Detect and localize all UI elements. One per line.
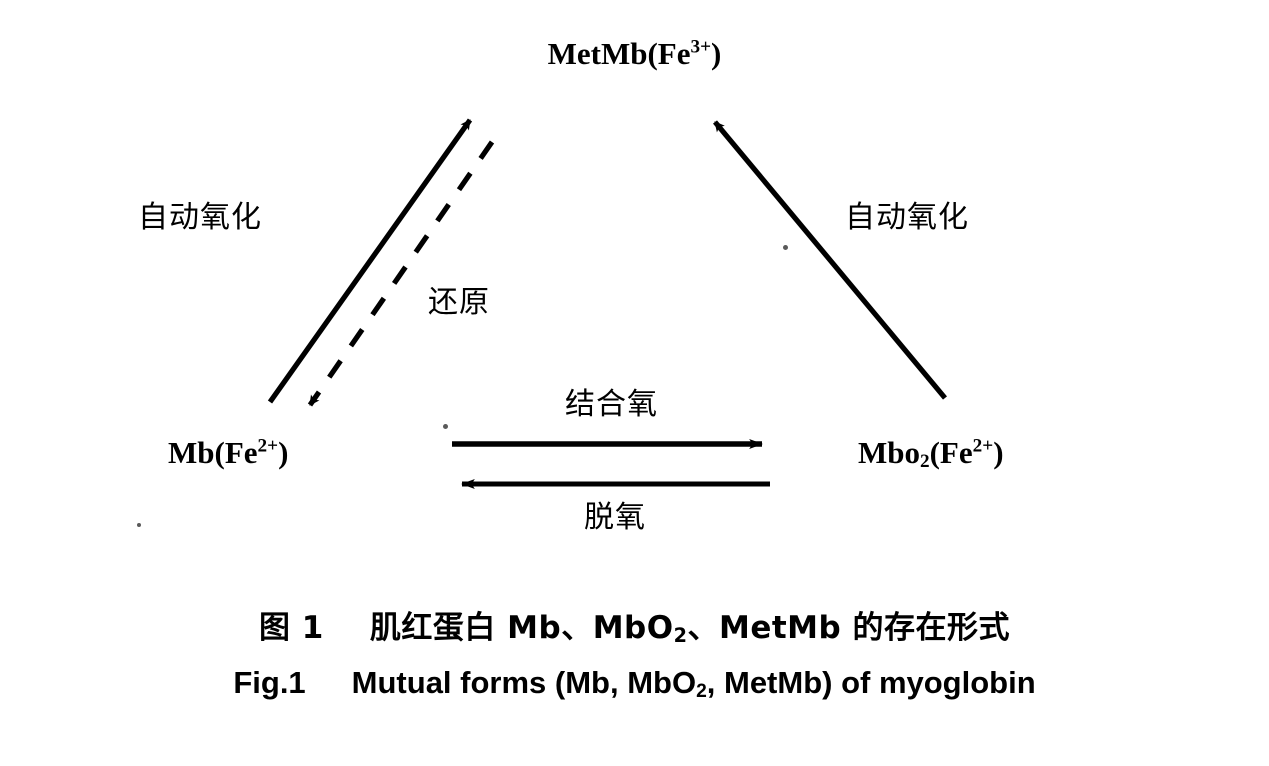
node-mbo2-charge: 2+ xyxy=(972,435,994,457)
node-mbo2-text: Mbo xyxy=(858,435,920,470)
edge-label-oxygen-binding: 结合氧 xyxy=(565,387,658,422)
edge-label-autooxidation-right: 自动氧化 xyxy=(845,200,969,235)
figure-caption-english: Fig.1 Mutual forms (Mb, MbO2, MetMb) of m… xyxy=(0,665,1269,701)
edge-label-reduction: 还原 xyxy=(428,285,490,320)
figure-caption-chinese: 图 1 肌红蛋白 Mb、MbO2、MetMb 的存在形式 xyxy=(0,602,1269,647)
arrow-reduction-dashed xyxy=(307,140,495,407)
figure-title-english-part2: , MetMb) of myoglobin xyxy=(706,665,1036,700)
reaction-diagram: MetMb(Fe3+) Mb(Fe2+) Mbo2(Fe2+) 自动氧化 自动氧… xyxy=(0,38,1269,535)
node-mb-text: Mb(Fe xyxy=(168,435,258,470)
arrow-autooxidation-right xyxy=(713,120,947,400)
node-mbo2-suffix: ) xyxy=(993,435,1004,470)
node-mbo2-mid: (Fe xyxy=(929,435,973,470)
figure-number-english: Fig.1 xyxy=(233,665,306,700)
node-mbo2: Mbo2(Fe2+) xyxy=(858,435,1004,472)
scan-speckle xyxy=(783,245,788,250)
node-metmb-text: MetMb(Fe xyxy=(547,36,691,71)
node-mb-charge: 2+ xyxy=(257,435,279,457)
node-mb: Mb(Fe2+) xyxy=(168,437,288,468)
node-metmb-suffix: ) xyxy=(711,36,722,71)
arrow-autooxidation-left xyxy=(267,118,473,404)
node-metmb: MetMb(Fe3+) xyxy=(0,38,1269,69)
scan-speckle xyxy=(137,523,141,527)
node-mbo2-subscript: 2 xyxy=(920,451,930,473)
figure-title-english-part1: Mutual forms (Mb, MbO xyxy=(351,665,697,700)
figure-title-chinese-subscript: 2 xyxy=(673,623,688,647)
edge-label-deoxygenation: 脱氧 xyxy=(584,500,646,535)
figure-title-chinese-part1: 肌红蛋白 Mb、MbO xyxy=(369,610,674,646)
scan-speckle xyxy=(443,424,448,429)
figure-number-chinese: 图 1 xyxy=(258,610,324,646)
node-mb-suffix: ) xyxy=(278,435,289,470)
diagram-canvas xyxy=(267,118,947,489)
node-metmb-charge: 3+ xyxy=(690,36,712,58)
figure-title-english-subscript: 2 xyxy=(696,680,707,702)
edge-label-autooxidation-left: 自动氧化 xyxy=(138,200,262,235)
figure-title-chinese-part2: 、MetMb 的存在形式 xyxy=(687,610,1010,646)
